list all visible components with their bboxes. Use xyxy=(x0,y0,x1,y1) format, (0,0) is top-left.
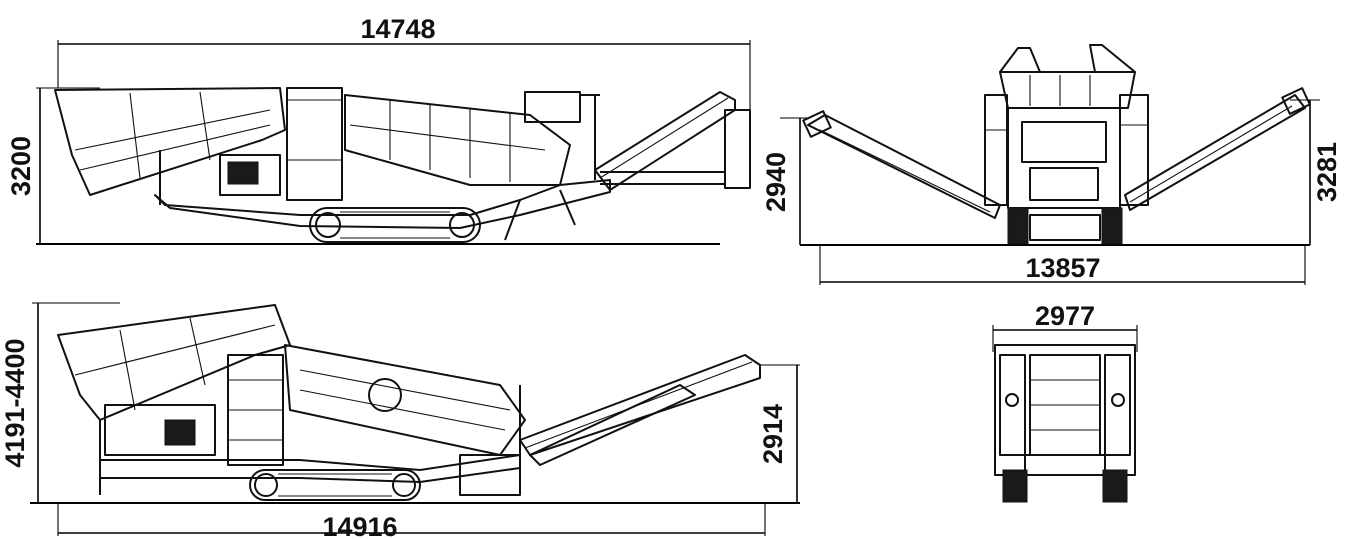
right-hopper-flap xyxy=(1089,44,1136,73)
dim-width-front: 2977 xyxy=(1035,301,1095,331)
dim-conveyor-height-bottom: 2914 xyxy=(758,404,788,464)
discharge-head xyxy=(524,91,581,123)
side-view-top: 14748 3200 xyxy=(6,14,751,245)
feed-hopper xyxy=(54,87,286,196)
rear-view: 2940 3281 13857 xyxy=(761,44,1342,285)
power-unit-housing xyxy=(286,87,343,201)
front-left-track xyxy=(1002,469,1028,503)
tail-conveyor-bottom xyxy=(519,354,761,456)
crawler-track-top xyxy=(309,207,481,243)
dim-overall-length-bottom: 14916 xyxy=(322,512,397,539)
rear-right-track xyxy=(1101,207,1123,245)
dim-right-height-rear: 3281 xyxy=(1312,142,1342,202)
chassis-beam xyxy=(154,179,611,229)
rear-hopper xyxy=(999,71,1136,109)
discharge-box-bottom xyxy=(459,454,521,496)
dim-height-top: 3200 xyxy=(6,136,36,196)
engine-housing-bottom xyxy=(104,404,216,456)
screener-machine-front xyxy=(994,344,1136,503)
screener-machine-bottom xyxy=(57,304,761,501)
screener-machine-rear xyxy=(802,44,1311,245)
right-side-conveyor xyxy=(1124,94,1306,211)
front-right-track xyxy=(1102,469,1128,503)
front-view: 2977 xyxy=(992,301,1138,503)
screener-machine-top xyxy=(54,87,751,243)
chassis-bottom xyxy=(99,454,521,483)
tail-conveyor xyxy=(594,91,736,191)
side-view-bottom: 4191-4400 2914 14916 xyxy=(0,302,800,539)
screen-box-bottom xyxy=(284,344,526,456)
dim-height-range-bottom: 4191-4400 xyxy=(0,338,30,467)
screen-box xyxy=(344,94,571,186)
left-hopper-flap xyxy=(999,47,1041,73)
dim-width-span-rear: 13857 xyxy=(1025,253,1100,283)
engine-block xyxy=(219,154,281,196)
conveyor-end-frame xyxy=(724,109,751,189)
dim-left-height-rear: 2940 xyxy=(761,152,791,212)
rear-left-track xyxy=(1007,207,1029,245)
dim-overall-length-top: 14748 xyxy=(360,14,435,44)
crawler-track-bottom xyxy=(249,469,421,501)
feed-hopper-bottom xyxy=(57,304,291,421)
